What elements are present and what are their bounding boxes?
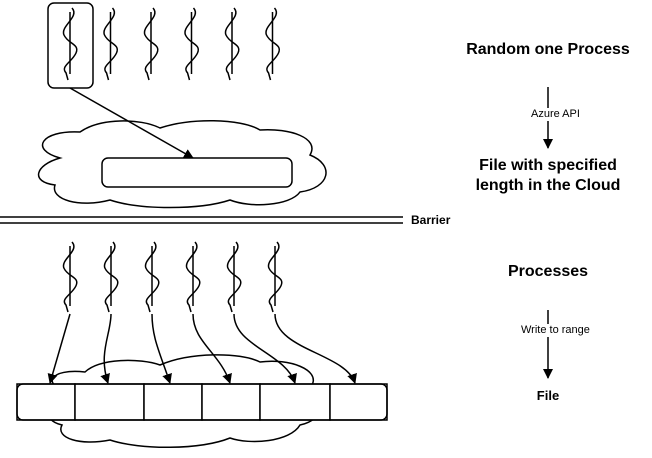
top-process-3 [143,7,159,81]
top-result-line2: length in the Cloud [475,177,621,194]
file-strip-outline [16,383,388,421]
file-strip [16,383,388,421]
file-segment-3 [143,383,203,421]
write-arrow-4 [192,313,232,384]
file-segment-4 [201,383,261,421]
write-arrow-3 [151,313,172,384]
selected-process-arrow [69,87,194,159]
write-arrow-6 [274,313,357,384]
cloud-file-box [101,157,293,188]
bottom-process-5 [226,241,242,313]
bottom-process-3 [144,241,160,313]
top-process-2 [103,7,119,81]
barrier-label: Barrier [411,213,451,227]
write-arrow-1 [47,313,71,384]
top-process-5 [224,7,240,81]
write-arrow-5 [233,313,297,384]
top-process-6 [265,7,281,81]
top-process-4 [184,7,200,81]
bottom-title: Processes [507,263,589,280]
bottom-process-2 [103,241,119,313]
file-label: File [536,388,560,403]
bottom-process-4 [185,241,201,313]
write-arrow-2 [100,313,112,384]
top-process-1 [62,7,78,81]
file-segment-2 [74,383,145,421]
file-segment-1 [16,383,76,421]
bottom-process-1 [62,241,78,313]
top-title: Random one Process [466,41,630,58]
file-segment-5 [259,383,331,421]
azure-api-label: Azure API [528,108,583,121]
file-segment-6 [329,383,388,421]
top-result-line1: File with specified [479,157,617,174]
write-to-range-label: Write to range [518,324,593,337]
bottom-process-6 [267,241,283,313]
